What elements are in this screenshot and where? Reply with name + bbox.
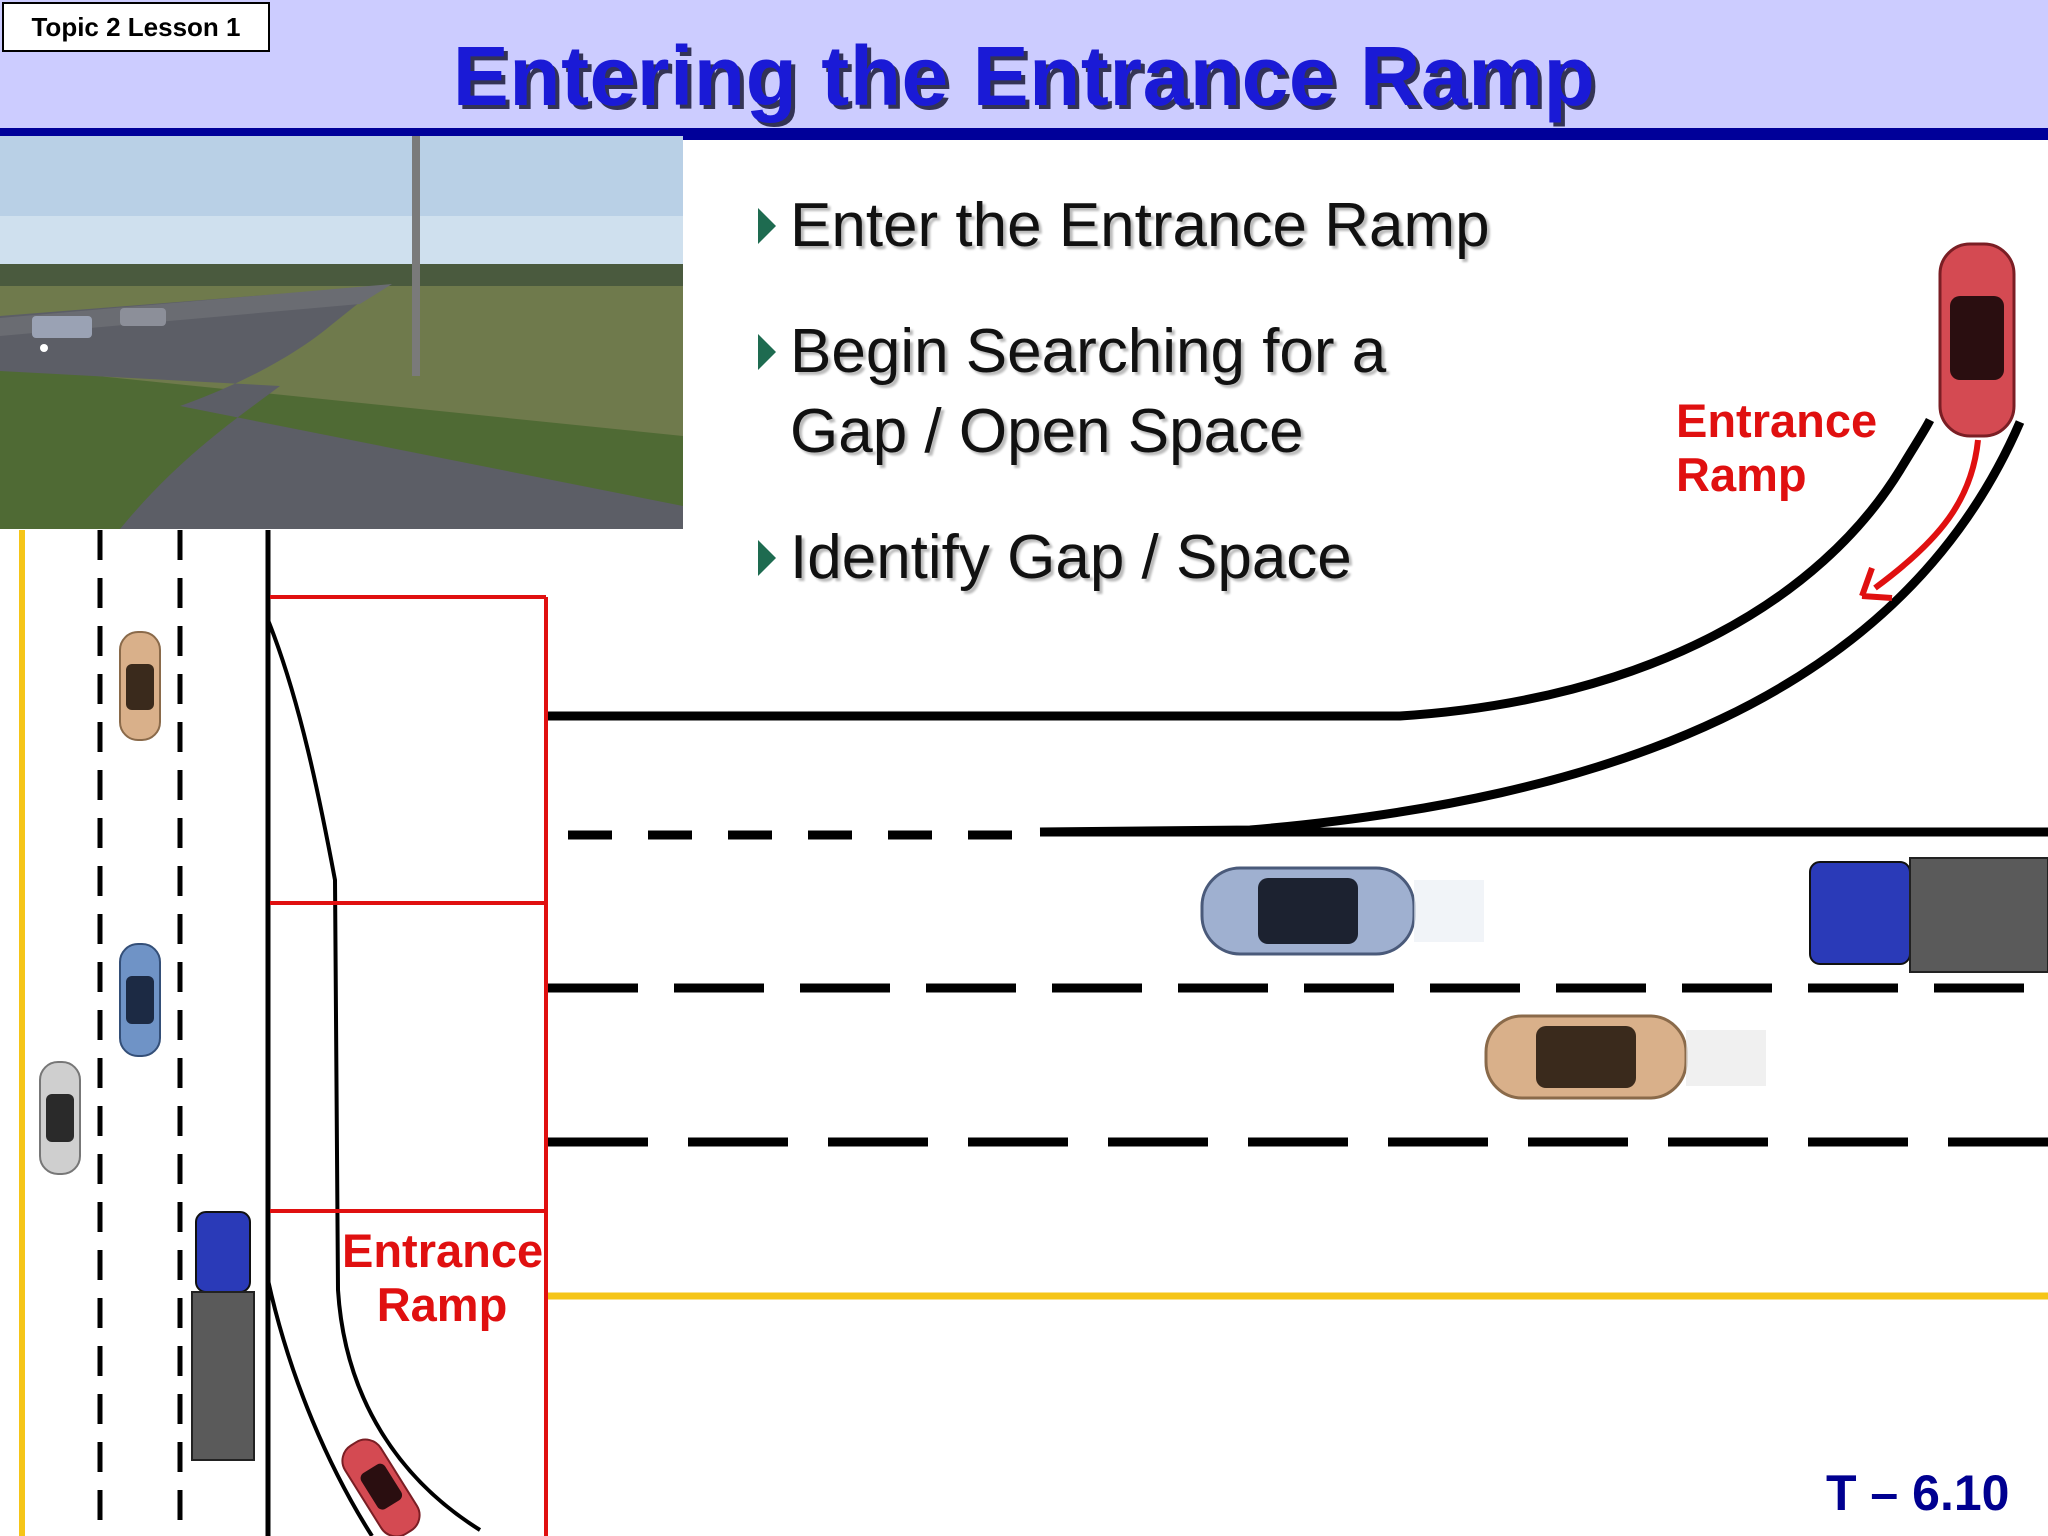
car-red-left-ramp (341, 1438, 421, 1536)
triangle-bullet-icon (758, 540, 776, 576)
ramp-label-left-line1: Entrance (342, 1224, 544, 1277)
bullet-item-3: Identify Gap / Space (758, 518, 1352, 598)
top-ramp-inner-edge (548, 417, 1935, 721)
slide-number: T – 6.10 (1826, 1465, 2010, 1521)
triangle-bullet-icon (758, 208, 776, 244)
bullet-text-1: Enter the Entrance Ramp (790, 191, 1490, 260)
car-red-top-ramp (1938, 242, 2016, 438)
car-tan-left (119, 631, 161, 741)
ramp-photo (0, 136, 683, 529)
bullet-text-2-line1: Begin Searching for a (790, 317, 1387, 386)
car-blue-highway (1200, 866, 1484, 956)
slide-header (0, 0, 2048, 128)
car-blue-left (119, 943, 161, 1057)
truck-highway (1809, 857, 2048, 973)
entrance-ramp-label-top: Entrance Ramp (1676, 394, 1877, 502)
bullet-item-2: Begin Searching for a Gap / Open Space (758, 312, 1386, 472)
slide-title: Entering the Entrance Ramp (452, 29, 1596, 123)
ramp-label-left-line2: Ramp (376, 1278, 508, 1331)
curved-arrow-icon (1873, 439, 1981, 591)
ramp-label-top-line1: Entrance (1676, 394, 1878, 447)
topic-label: Topic 2 Lesson 1 (2, 2, 270, 52)
curved-arrow-head (1859, 566, 1893, 601)
left-ramp-curve-outer (266, 1279, 374, 1536)
truck-left (191, 1211, 255, 1461)
entrance-ramp-label-left: Entrance Ramp (342, 1224, 544, 1332)
car-silver-left (39, 1061, 81, 1175)
ramp-label-top-line2: Ramp (1676, 448, 1807, 501)
car-tan-highway (1484, 1014, 1766, 1100)
bullet-text-3: Identify Gap / Space (790, 523, 1352, 592)
top-ramp-outer-edge (1039, 420, 2025, 837)
left-ramp-curve-inner (266, 619, 482, 1532)
triangle-bullet-icon (758, 334, 776, 370)
bullet-item-1: Enter the Entrance Ramp (758, 186, 1490, 266)
bullet-text-2-line2: Gap / Open Space (790, 397, 1304, 466)
